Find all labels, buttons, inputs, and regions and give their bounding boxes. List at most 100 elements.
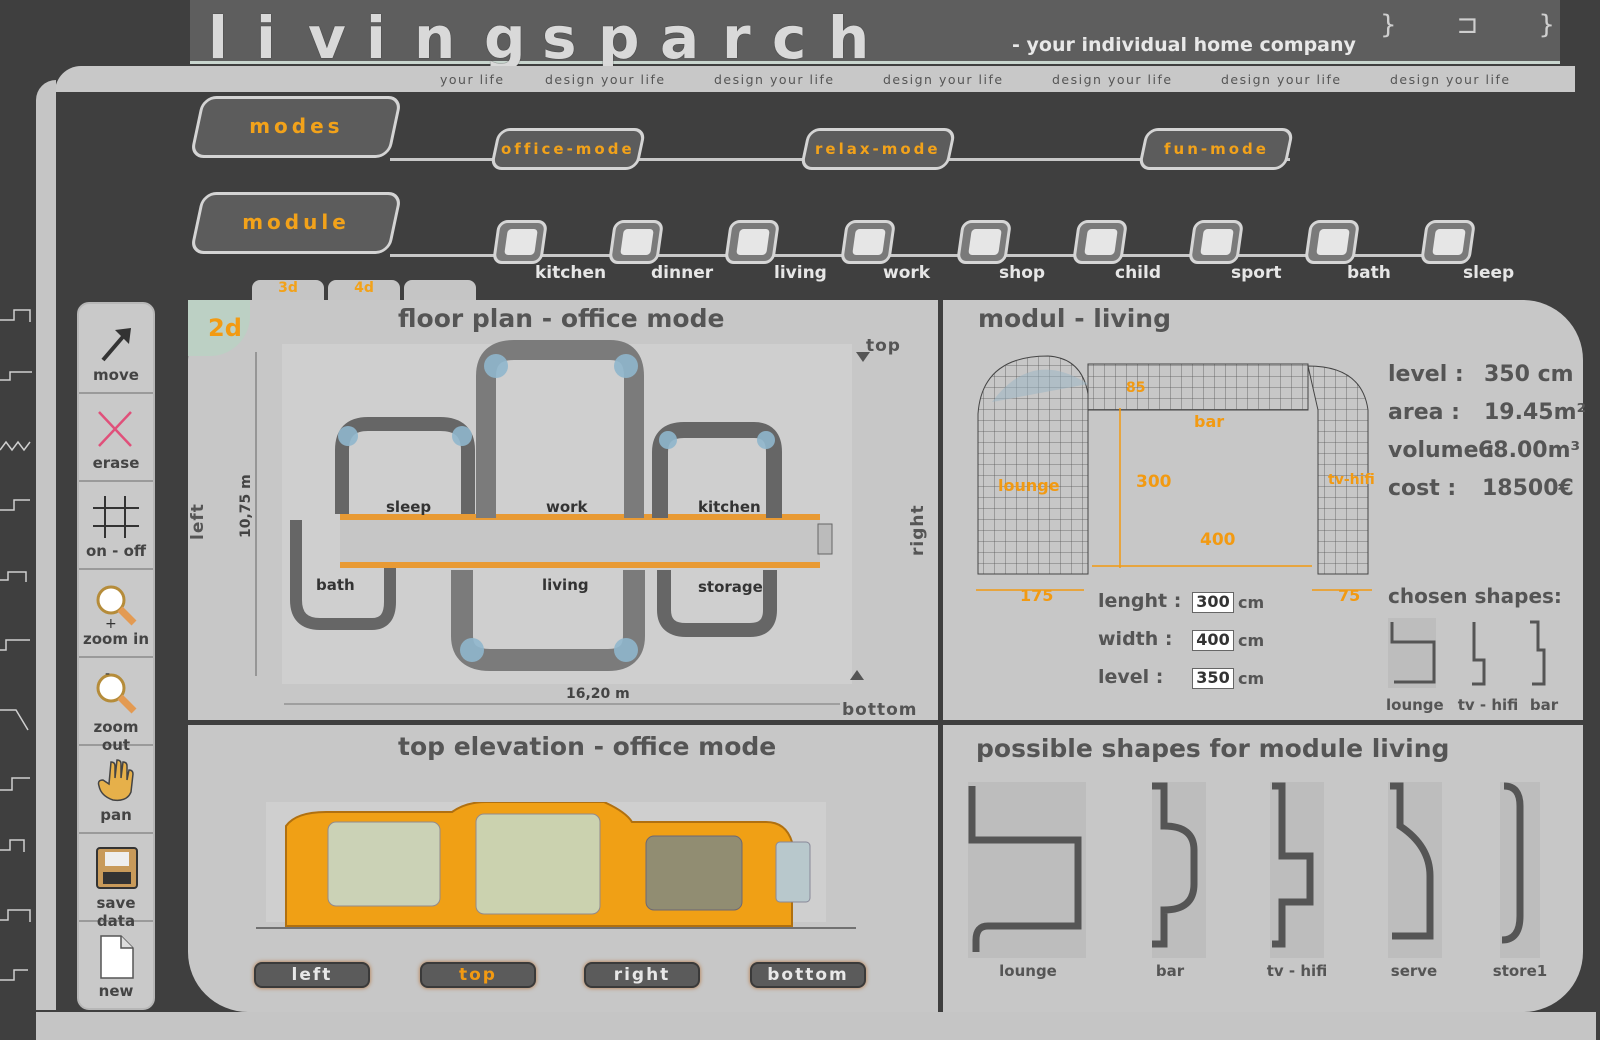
modul-title: modul - living [978,304,1171,333]
room-kitchen[interactable]: kitchen [698,498,761,516]
module-living[interactable]: living [722,220,832,290]
width-dimension: 16,20 m [566,686,630,702]
zoom-in-icon: + [96,585,137,630]
label-bar: bar [1194,412,1225,431]
stat-area-label: area : [1388,400,1460,425]
level-input[interactable]: 350 [1192,668,1234,689]
pan-tool[interactable]: pan [79,748,153,834]
room-work[interactable]: work [546,498,588,516]
module-icon [1071,220,1129,264]
tab-4d[interactable]: 4d [328,280,400,302]
slogan: design your life [714,72,835,87]
chosen-tv-hifi[interactable]: tv - hifi [1457,696,1519,714]
chosen-lounge[interactable]: lounge [1386,696,1444,714]
shape-serve[interactable]: serve [1390,962,1438,980]
dim-85: 85 [1126,380,1146,396]
shape-store1[interactable]: store1 [1492,962,1548,980]
shape-icon[interactable]: } [1538,10,1555,40]
slogan: design your life [1052,72,1173,87]
shape-tv-hifi[interactable]: tv - hifi [1266,962,1328,980]
mode-relax-button[interactable]: relax-mode [799,128,957,170]
floor-plan-title: floor plan - office mode [398,304,725,333]
shape-icon[interactable]: } [1380,10,1397,40]
module-kitchen[interactable]: kitchen [490,220,606,290]
view-left-button[interactable]: left [254,962,370,988]
module-sport[interactable]: sport [1186,220,1296,290]
module-icon [1419,220,1477,264]
shape-lounge[interactable]: lounge [999,962,1057,980]
module-dinner[interactable]: dinner [606,220,716,290]
module-icon [607,220,665,264]
possible-shapes-title: possible shapes for module living [976,734,1450,763]
erase-tool[interactable]: erase [79,396,153,482]
module-icon [1303,220,1361,264]
stat-cost-label: cost : [1388,476,1457,501]
module-icon [839,220,897,264]
svg-text:+: + [105,616,117,630]
module-child[interactable]: child [1070,220,1180,290]
move-tool[interactable]: move [79,308,153,394]
elevation-view[interactable] [256,802,866,932]
room-bath[interactable]: bath [316,576,355,594]
room-living[interactable]: living [542,576,589,594]
chosen-shapes-title: chosen shapes: [1388,584,1562,608]
new-tool[interactable]: new [79,924,153,1010]
view-bottom-button[interactable]: bottom [750,962,866,988]
length-input[interactable]: 300 [1192,592,1234,613]
room-storage[interactable]: storage [698,578,763,596]
save-data-tool[interactable]: save data [79,836,153,930]
module-work[interactable]: work [838,220,948,290]
elevation-title: top elevation - office mode [398,732,777,761]
possible-shapes-icons[interactable] [960,776,1560,962]
dim-175: 175 [1020,586,1054,605]
dir-top-label[interactable]: top [866,336,901,356]
modul-wireframe[interactable] [972,354,1388,604]
label-lounge: lounge [998,476,1060,495]
stat-volume-value: 68.00m³ [1478,438,1581,463]
modes-header: modes [189,96,403,158]
level-unit: cm [1238,669,1265,688]
chosen-bar[interactable]: bar [1529,696,1559,714]
mode-office-button[interactable]: office-mode [489,128,647,170]
mode-badge-2d[interactable]: 2d [208,314,242,342]
module-header: module [189,192,403,254]
view-right-button[interactable]: right [584,962,700,988]
dir-bottom-label[interactable]: bottom [842,700,918,720]
x-icon [98,411,132,447]
stat-area-value: 19.45m² [1484,400,1587,425]
dim-75: 75 [1338,586,1361,605]
stat-level-label: level : [1388,362,1464,387]
shape-icon[interactable]: ⊐ [1456,10,1479,40]
tab-3d[interactable]: 3d [252,280,324,302]
zoom-out-tool[interactable]: - zoom out [79,660,153,754]
module-shop[interactable]: shop [954,220,1064,290]
room-sleep[interactable]: sleep [386,498,432,516]
module-line [390,254,1470,257]
slogan: your life [440,72,505,87]
module-bath[interactable]: bath [1302,220,1412,290]
zoom-in-tool[interactable]: + zoom in [79,572,153,658]
mode-fun-button[interactable]: fun-mode [1137,128,1295,170]
slogan: design your life [1390,72,1511,87]
dir-right-label[interactable]: right [908,504,928,556]
dim-300: 300 [1136,472,1172,492]
view-top-button[interactable]: top [420,962,536,988]
length-label: lenght : [1098,590,1182,612]
module-icon [1187,220,1245,264]
module-sleep[interactable]: sleep [1418,220,1528,290]
slogan: design your life [1221,72,1342,87]
bottom-strip [36,1012,1596,1040]
shape-bar[interactable]: bar [1155,962,1185,980]
floor-plan-canvas[interactable] [250,340,870,720]
grid-toggle-tool[interactable]: on - off [79,484,153,570]
side-rail [36,80,56,1010]
width-input[interactable]: 400 [1192,630,1234,651]
new-file-icon [100,935,134,979]
tab-empty[interactable] [404,280,476,302]
grid-icon [93,496,139,538]
label-tv-hifi: tv-hifi [1328,472,1375,488]
height-dimension: 10,75 m [238,474,254,538]
dir-left-label[interactable]: left [188,503,208,540]
slogans: your life design your life design your l… [440,72,1530,87]
